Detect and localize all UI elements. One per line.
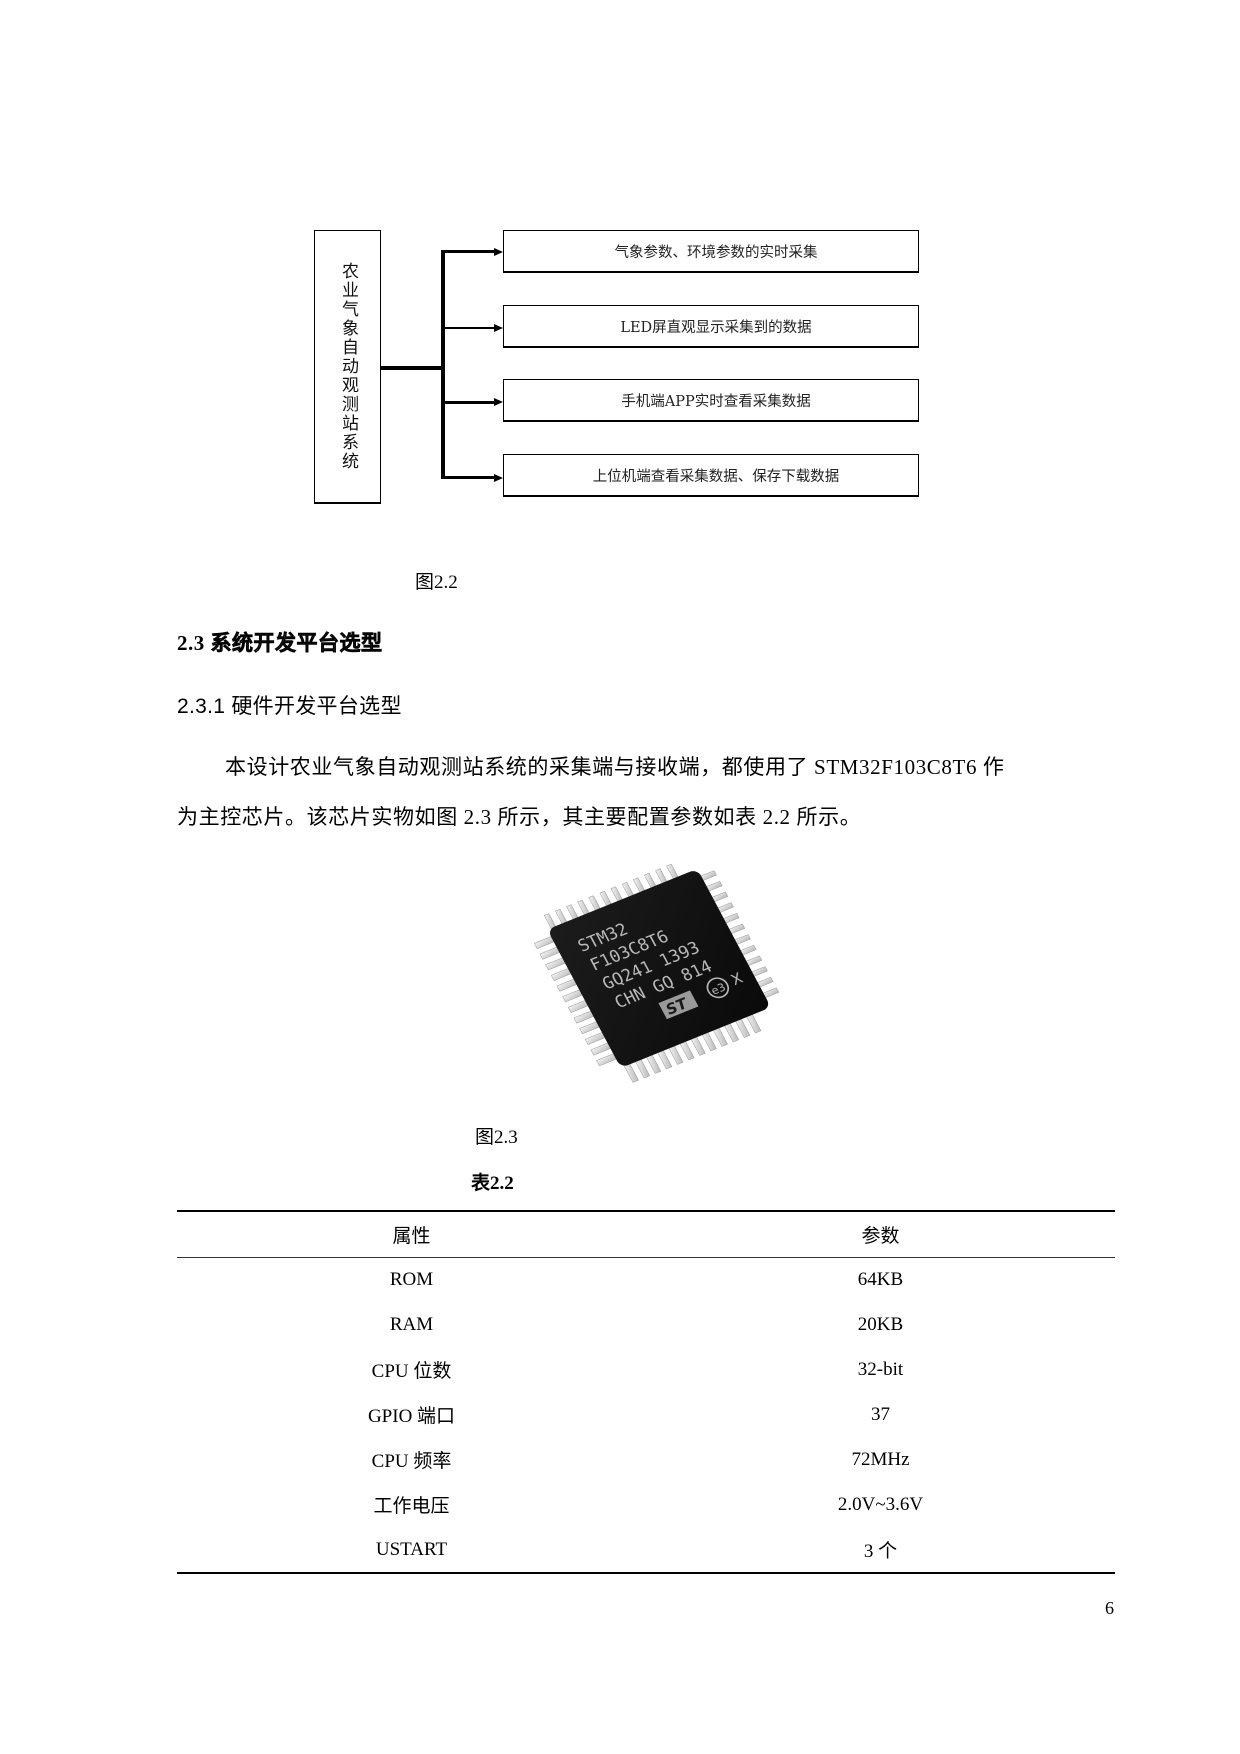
subsection-title: 硬件开发平台选型 xyxy=(231,695,402,718)
cell-attribute: CPU 频率 xyxy=(371,1451,452,1472)
diagram-box-mobile-app: 手机端APP实时查看采集数据 xyxy=(503,379,919,422)
column-header-parameter: 参数 xyxy=(861,1225,900,1247)
cell-attribute: ROM xyxy=(389,1268,434,1290)
connector-root-horizontal xyxy=(381,366,443,370)
paragraph-line-1: 本设计农业气象自动观测站系统的采集端与接收端，都使用了 STM32F103C8T… xyxy=(225,755,1005,779)
table-row: 工作电压 2.0V~3.6V xyxy=(177,1482,1115,1527)
cell-attribute: RAM xyxy=(389,1313,434,1335)
connector-branch-3 xyxy=(441,401,496,404)
e3-badge-icon: e3 xyxy=(706,977,730,999)
table-caption: 表2.2 xyxy=(471,1173,514,1194)
page-number: 6 xyxy=(1105,1598,1114,1618)
table-row: CPU 频率 72MHz xyxy=(177,1437,1115,1482)
cell-parameter: 37 xyxy=(871,1403,890,1425)
paragraph-line-2: 为主控芯片。该芯片实物如图 2.3 所示，其主要配置参数如表 2.2 所示。 xyxy=(177,805,862,829)
cell-attribute: CPU 位数 xyxy=(371,1361,452,1382)
section-heading-2-3: 2.3 系统开发平台选型 xyxy=(177,627,383,657)
cell-parameter: 3 个 xyxy=(863,1541,898,1562)
diagram-box-label: LED屏直观显示采集到的数据 xyxy=(620,319,812,336)
section-heading-2-3-1: 2.3.1 硬件开发平台选型 xyxy=(177,690,402,720)
diagram-box-label: 气象参数、环境参数的实时采集 xyxy=(614,244,818,261)
connector-trunk-vertical xyxy=(441,250,445,479)
figure-caption-2-2: 图2.2 xyxy=(415,572,458,593)
diagram-box-label: 手机端APP实时查看采集数据 xyxy=(621,393,811,410)
table-row: ROM 64KB xyxy=(177,1257,1115,1302)
chip-photo: STM32 F103C8T6 GQ241 1393 CHN GQ 814 ST … xyxy=(515,848,805,1093)
section-number: 2.3 xyxy=(177,631,205,655)
connector-branch-2 xyxy=(441,327,496,329)
subsection-number: 2.3.1 xyxy=(177,695,226,718)
cell-attribute: GPIO 端口 xyxy=(367,1406,456,1427)
diagram-root-box: 农业气象自动观测站系统 xyxy=(314,230,381,504)
cell-parameter: 2.0V~3.6V xyxy=(837,1493,924,1515)
stm32-chip-image: STM32 F103C8T6 GQ241 1393 CHN GQ 814 ST … xyxy=(533,863,780,1083)
section-title: 系统开发平台选型 xyxy=(210,631,383,656)
cell-parameter: 20KB xyxy=(857,1313,904,1335)
table-row: USTART 3 个 xyxy=(177,1527,1115,1573)
diagram-box-data-collection: 气象参数、环境参数的实时采集 xyxy=(503,230,919,273)
arrow-icon xyxy=(494,247,503,256)
column-header-attribute: 属性 xyxy=(392,1225,431,1247)
svg-text:e3: e3 xyxy=(709,981,728,998)
figure-caption-2-3: 图2.3 xyxy=(475,1127,518,1148)
diagram-box-label: 上位机端查看采集数据、保存下载数据 xyxy=(592,468,840,485)
body-paragraph: 本设计农业气象自动观测站系统的采集端与接收端，都使用了 STM32F103C8T… xyxy=(177,742,1117,842)
cell-parameter: 72MHz xyxy=(851,1448,910,1470)
diagram-box-host-pc: 上位机端查看采集数据、保存下载数据 xyxy=(503,454,919,497)
arrow-icon xyxy=(494,473,503,482)
cell-attribute: 工作电压 xyxy=(373,1496,450,1517)
diagram-box-led-display: LED屏直观显示采集到的数据 xyxy=(503,305,919,348)
diagram-root-label: 农业气象自动观测站系统 xyxy=(338,262,358,471)
cell-parameter: 64KB xyxy=(857,1268,904,1290)
table-row: RAM 20KB xyxy=(177,1302,1115,1347)
table-row: GPIO 端口 37 xyxy=(177,1392,1115,1437)
cell-parameter: 32-bit xyxy=(857,1358,904,1380)
table-row: CPU 位数 32-bit xyxy=(177,1347,1115,1392)
arrow-icon xyxy=(494,398,503,406)
connector-branch-4 xyxy=(441,476,496,479)
table-header-row: 属性 参数 xyxy=(177,1211,1115,1257)
spec-table: 属性 参数 ROM 64KB RAM 20KB CPU 位数 32-bit GP… xyxy=(177,1210,1115,1574)
arrow-icon xyxy=(494,324,503,332)
cell-attribute: USTART xyxy=(375,1538,448,1560)
connector-branch-1 xyxy=(441,250,496,253)
